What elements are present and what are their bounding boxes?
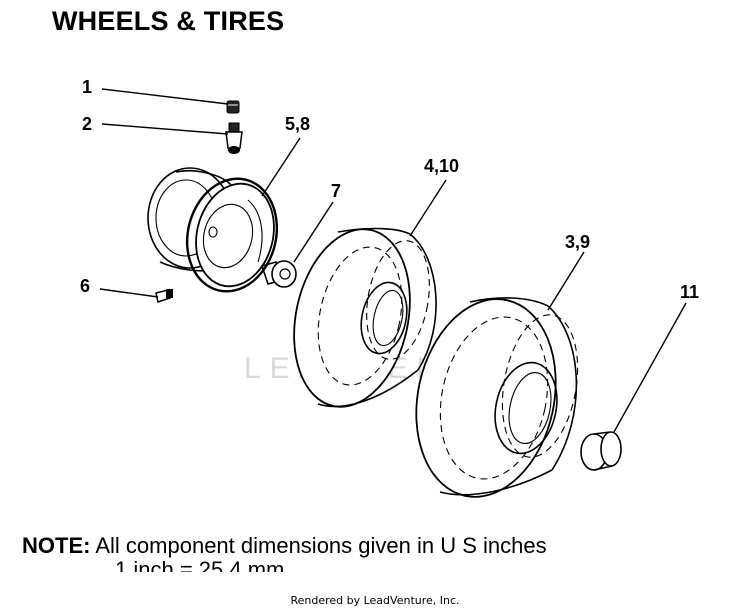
callout-6-label: 6: [80, 276, 90, 296]
rendered-by-footer: Rendered by LeadVenture, Inc.: [290, 594, 460, 607]
callout-11-label: 11: [680, 282, 699, 302]
note-line-2: 1 inch = 25.4 mm: [115, 558, 285, 572]
spacer-bushing-part: [260, 260, 297, 288]
callout-4-10-label: 4,10: [424, 156, 459, 176]
wheel-rim-part: [147, 167, 279, 293]
callout-1-label: 1: [82, 77, 92, 97]
note-line-1: All component dimensions given in U S in…: [95, 533, 547, 558]
dimensions-note: NOTE: All component dimensions given in …: [22, 533, 547, 573]
page-title: WHEELS & TIRES: [52, 6, 285, 36]
leader-lines: [99, 88, 687, 433]
callout-2-label: 2: [82, 114, 92, 134]
hub-cap-part: [580, 431, 622, 471]
note-label: NOTE:: [22, 533, 91, 558]
valve-cap-part: [226, 100, 240, 114]
callout-3-9-label: 3,9: [565, 232, 590, 252]
lug-bolt-part: [155, 289, 173, 303]
front-tire-part: [293, 227, 437, 408]
callout-5-8-label: 5,8: [285, 114, 310, 134]
callout-7-label: 7: [331, 181, 341, 201]
rear-tire-part: [415, 297, 579, 498]
valve-stem-part: [225, 122, 243, 154]
